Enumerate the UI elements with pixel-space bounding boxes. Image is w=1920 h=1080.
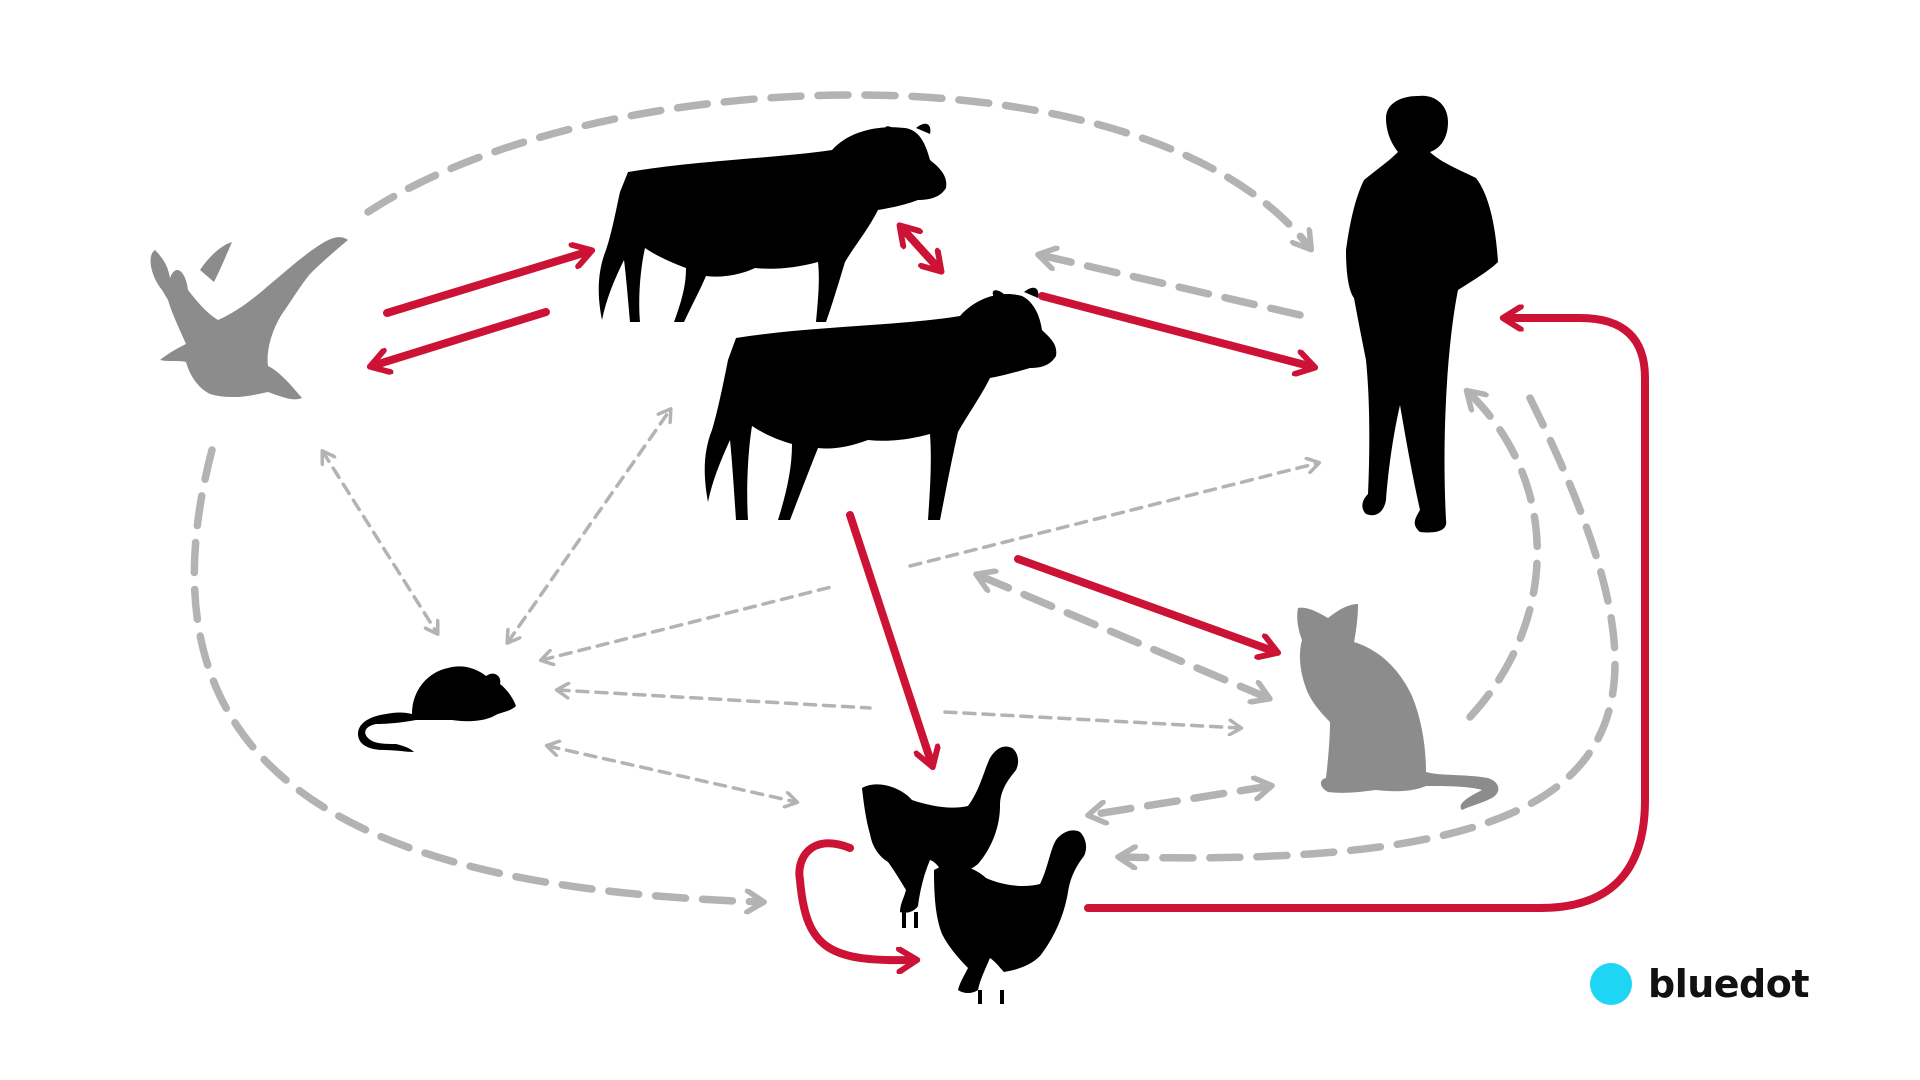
brand-dot-icon (1590, 963, 1632, 1005)
thin-links (323, 410, 1318, 802)
link-rat-cows (508, 410, 670, 642)
brand-logo: bluedot (1590, 962, 1810, 1006)
link-bird-rat (323, 452, 437, 633)
chicken-icon (862, 746, 1019, 913)
brand-name: bluedot (1648, 962, 1810, 1006)
link-human-cows (1040, 255, 1304, 319)
link-rat-cat (558, 690, 872, 710)
link-human-chickens (1120, 394, 1619, 858)
primary-links (372, 227, 1649, 960)
secondary-links (190, 91, 1619, 902)
link-cows-to-chickens (846, 511, 932, 765)
link-chickens-to-human (1084, 318, 1649, 912)
cat-icon (1297, 604, 1499, 810)
link-cows-to-human (1038, 292, 1313, 367)
link-rat-human (542, 584, 837, 660)
cow-icon (598, 123, 947, 322)
link-rat-chickens (548, 746, 796, 802)
link-bird-to-cows (383, 251, 590, 317)
link-rat-cat-2 (943, 710, 1240, 728)
link-cows-to-bird (372, 308, 550, 366)
link-cow-cow (901, 227, 940, 270)
cow-icon (704, 287, 1057, 520)
bird-icon (150, 237, 348, 400)
link-cat-human (1468, 392, 1541, 721)
link-cat-chickens (1090, 786, 1270, 815)
chicken-icon (934, 830, 1087, 993)
link-cat-cows (978, 575, 1268, 698)
human-icon (1346, 95, 1498, 533)
chicken-legs (902, 912, 1004, 1004)
link-rat-human-2 (908, 463, 1318, 568)
link-chicken-loop (795, 839, 915, 960)
link-bird-chickens (190, 446, 762, 902)
link-cows-to-cat (1014, 555, 1276, 652)
rat-icon (358, 666, 516, 752)
link-bird-human (364, 91, 1310, 248)
